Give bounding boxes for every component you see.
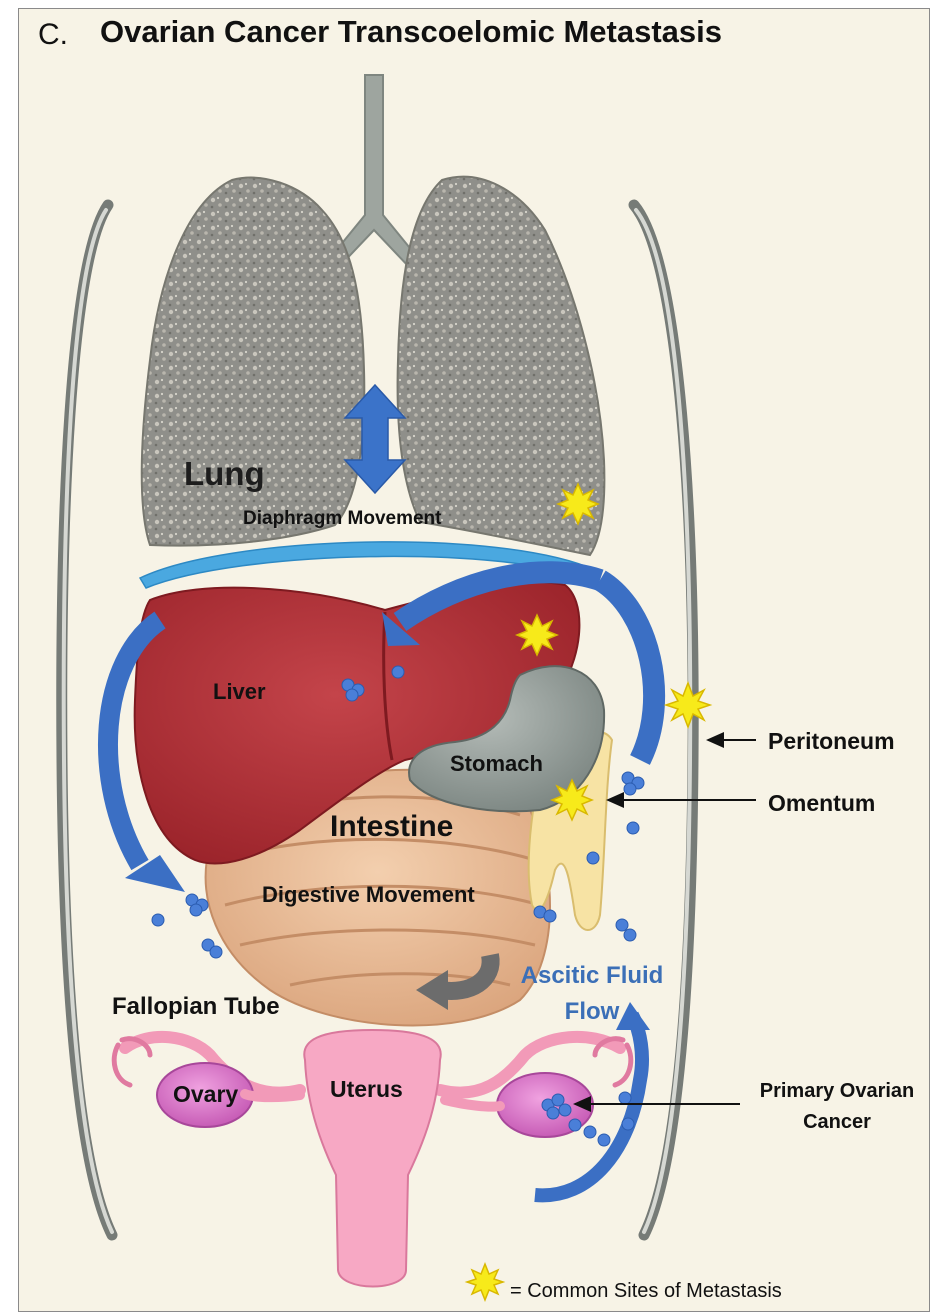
label-ascitic-line2: Flow xyxy=(517,994,667,1030)
panel-letter: C. xyxy=(38,18,68,52)
label-fallopian-tube: Fallopian Tube xyxy=(112,993,280,1021)
legend-text: = Common Sites of Metastasis xyxy=(510,1280,782,1303)
label-uterus: Uterus xyxy=(330,1076,403,1103)
callout-primary-ovarian-cancer: Primary Ovarian Cancer xyxy=(748,1076,926,1138)
label-ascitic-fluid-flow: Ascitic Fluid Flow xyxy=(517,958,667,1030)
metastasis-star-icon xyxy=(666,683,710,727)
callout-omentum: Omentum xyxy=(768,790,875,817)
flow-arrow-right-side xyxy=(600,580,654,760)
label-intestine: Intestine xyxy=(330,810,453,844)
callout-primary-line1: Primary Ovarian xyxy=(748,1076,926,1107)
label-ascitic-line1: Ascitic Fluid xyxy=(517,958,667,994)
label-digestive-movement: Digestive Movement xyxy=(262,882,475,908)
figure-title: Ovarian Cancer Transcoelomic Metastasis xyxy=(100,14,722,50)
callout-peritoneum: Peritoneum xyxy=(768,728,895,755)
label-lung: Lung xyxy=(184,455,265,493)
label-ovary: Ovary xyxy=(173,1081,238,1108)
metastasis-star-icon xyxy=(558,484,598,524)
label-liver: Liver xyxy=(213,679,266,705)
metastasis-star-icon xyxy=(552,780,592,820)
uterus-system xyxy=(114,1030,631,1287)
uterus-body xyxy=(304,1030,440,1287)
label-stomach: Stomach xyxy=(450,751,543,777)
trachea xyxy=(330,75,418,268)
label-diaphragm-movement: Diaphragm Movement xyxy=(243,508,441,530)
callout-primary-line2: Cancer xyxy=(748,1107,926,1138)
metastasis-star-icon xyxy=(517,615,557,655)
legend-star-icon xyxy=(467,1264,503,1300)
